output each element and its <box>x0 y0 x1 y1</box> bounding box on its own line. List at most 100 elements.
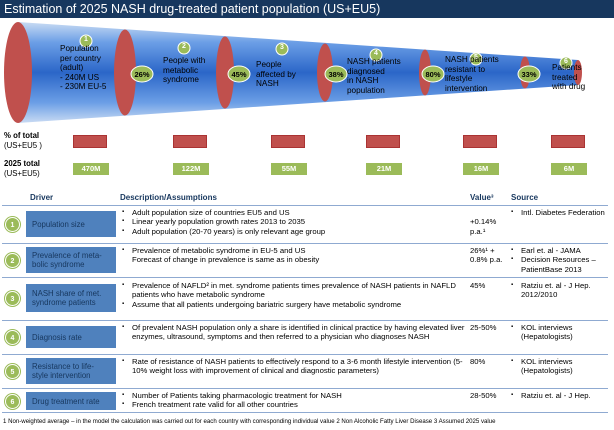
total-value: 122M <box>173 163 209 175</box>
total-2025-label: 2025 total (US+EU5) <box>4 159 40 179</box>
description-bullet: Rate of resistance of NASH patients to e… <box>120 357 465 376</box>
header-description: Description/Assumptions <box>120 193 217 202</box>
driver-label: Drug treatment rate <box>26 392 116 410</box>
stage-number-circle-1 <box>79 34 93 48</box>
driver-label: NASH share of met. syndrome patients <box>26 284 116 312</box>
description-bullet: Prevalence of NAFLD² in met. syndrome pa… <box>120 281 465 300</box>
total-2025-label-line2: (US+EU5) <box>4 169 40 178</box>
driver-description: Rate of resistance of NASH patients to e… <box>120 357 465 376</box>
total-value: 21M <box>366 163 402 175</box>
stage-number-circle-6 <box>559 56 573 70</box>
driver-label-text: Resistance to life- style intervention <box>32 362 94 380</box>
source-bullet: Intl. Diabetes Federation <box>511 208 611 218</box>
driver-value: +0.14% p.a.¹ <box>470 217 497 236</box>
funnel-ellipse-1 <box>4 22 32 123</box>
description-bullet: Linear yearly population growth rates 20… <box>120 217 465 227</box>
driver-label-text: Population size <box>32 219 85 229</box>
total-2025-label-line1: 2025 total <box>4 159 40 168</box>
pct-total-box <box>366 135 400 148</box>
total-value: 16M <box>463 163 499 175</box>
description-bullet: French treatment rate valid for all othe… <box>120 400 465 410</box>
pct-ellipse-5 <box>421 65 445 83</box>
driver-source: Intl. Diabetes Federation <box>511 208 611 218</box>
stage-pct: 38% <box>328 70 344 79</box>
driver-source: Earl et. al - JAMA Decision Resources – … <box>511 246 611 274</box>
stage-number-circle-3 <box>275 42 289 56</box>
stage-number: 3 <box>280 44 284 51</box>
stage-number: 2 <box>182 43 186 50</box>
description-bullet: Prevalence of metabolic syndrome in EU-5… <box>120 246 465 256</box>
pct-ellipse-4 <box>324 65 348 83</box>
driver-label: Diagnosis rate <box>26 326 116 348</box>
stage-label: NASH patients diagnosed in NASH populati… <box>347 57 401 95</box>
header-value: Value³ <box>470 193 494 202</box>
source-bullet: Earl et. al - JAMA <box>511 246 611 256</box>
driver-number-badge: 2 <box>5 253 20 268</box>
driver-description: Of prevalent NASH population only a shar… <box>120 323 465 342</box>
driver-description: Prevalence of metabolic syndrome in EU-5… <box>120 246 465 265</box>
divider <box>2 388 608 389</box>
divider <box>2 354 608 355</box>
driver-number-badge: 3 <box>5 291 20 306</box>
source-bullet: KOL interviews (Hepatologists) <box>511 323 611 342</box>
stage-pct: 45% <box>231 70 247 79</box>
stage-pct: 33% <box>521 70 537 79</box>
stage-pct: 26% <box>134 70 150 79</box>
driver-label-text: Drug treatment rate <box>32 396 100 406</box>
driver-label-text: NASH share of met. syndrome patients <box>32 289 102 307</box>
description-bullet: Adult population size of countries EU5 a… <box>120 208 465 218</box>
header-driver: Driver <box>30 193 54 202</box>
stage-label: Patients treated with drug <box>552 63 586 91</box>
funnel-graphic <box>4 22 582 123</box>
stage-number-circle-5 <box>469 52 483 66</box>
divider <box>2 243 608 244</box>
driver-number-badge: 6 <box>5 394 20 409</box>
pct-total-label-line2: (US+EU5 ) <box>4 141 42 150</box>
driver-value: 26%¹ + 0.8% p.a. <box>470 246 503 265</box>
driver-label: Prevalence of meta- bolic syndrome <box>26 247 116 273</box>
driver-number-badge: 4 <box>5 330 20 345</box>
pct-ellipse-2 <box>130 65 154 83</box>
pct-total-label: % of total (US+EU5 ) <box>4 131 42 151</box>
driver-label: Resistance to life- style intervention <box>26 358 116 384</box>
driver-label-text: Prevalence of meta- bolic syndrome <box>32 251 102 269</box>
total-value: 470M <box>73 163 109 175</box>
funnel-ellipse-7 <box>574 60 582 85</box>
pct-ellipse-3 <box>227 65 251 83</box>
stage-number: 1 <box>84 36 88 43</box>
footnote: 1 Non-weighted average – in the model th… <box>3 418 496 425</box>
stage-number-circle-2 <box>177 41 191 55</box>
pct-total-box <box>271 135 305 148</box>
pct-total-box <box>551 135 585 148</box>
description-bullet: Adult population (20-70 years) is only r… <box>120 227 465 237</box>
source-bullet: Ratziu et. al - J Hep. <box>511 391 611 401</box>
stage-label: NASH patients resistant to lifestyle int… <box>445 55 499 93</box>
stage-number-circle-4 <box>369 48 383 62</box>
funnel-ellipse-3 <box>216 36 234 109</box>
driver-value: 45% <box>470 281 486 290</box>
driver-number-badge: 1 <box>5 217 20 232</box>
stage-number: 4 <box>374 50 378 57</box>
stage-label: People affected by NASH <box>256 60 296 88</box>
pct-ellipse-6 <box>517 65 541 83</box>
divider <box>2 277 608 278</box>
description-bullet: Number of Patients taking pharmacologic … <box>120 391 465 401</box>
stage-label: Population per country (adult) - 240M US… <box>60 44 107 91</box>
driver-source: KOL interviews (Hepatologists) <box>511 323 611 342</box>
driver-label-text: Diagnosis rate <box>32 332 82 342</box>
description-bullet: Of prevalent NASH population only a shar… <box>120 323 465 342</box>
stage-number: 5 <box>474 54 478 61</box>
divider <box>2 412 608 413</box>
driver-source: KOL interviews (Hepatologists) <box>511 357 611 376</box>
pct-total-box <box>73 135 107 148</box>
driver-value: 25-50% <box>470 323 497 332</box>
description-bullet: Assume that all patients undergoing bari… <box>120 300 465 310</box>
funnel-ellipse-2 <box>114 29 136 116</box>
driver-description: Prevalence of NAFLD² in met. syndrome pa… <box>120 281 465 310</box>
driver-description: Adult population size of countries EU5 a… <box>120 208 465 237</box>
total-value: 55M <box>271 163 307 175</box>
funnel-body <box>18 22 578 123</box>
pct-total-label-line1: % of total <box>4 131 40 140</box>
divider <box>2 205 608 206</box>
stage-pct: 80% <box>425 70 441 79</box>
